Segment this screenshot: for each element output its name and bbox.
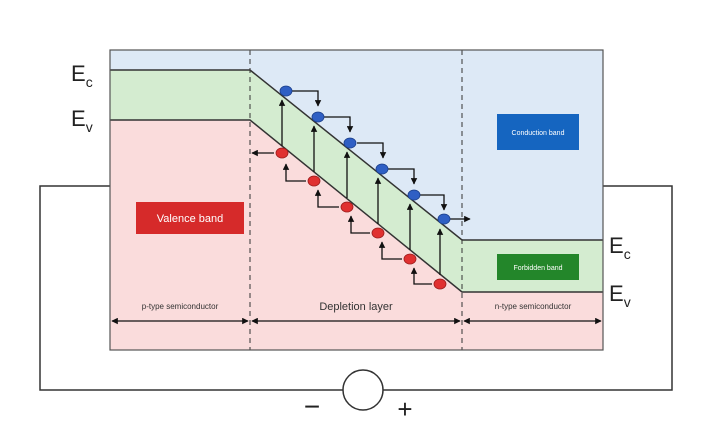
forbidden-band-label-box: [497, 254, 579, 280]
positive-terminal-label: +: [397, 394, 412, 424]
energy-symbol: E: [609, 281, 624, 306]
energy-symbol: E: [71, 61, 86, 86]
hole-drift-arrow: [378, 241, 402, 260]
depletion-layer-label: Depletion layer: [319, 301, 393, 313]
holes: [275, 147, 447, 290]
electron: [375, 163, 389, 175]
valence-band-label-box: [136, 202, 244, 234]
right-valence-band-label: Ev: [609, 281, 631, 310]
energy-subscript: c: [86, 74, 93, 90]
hole: [307, 175, 321, 187]
electron-drift-arrow: [388, 168, 418, 185]
electron-drift-arrows: [292, 90, 471, 223]
energy-subscript: c: [624, 246, 631, 262]
electron: [311, 111, 325, 123]
right-conduction-band-label: Ec: [609, 233, 631, 262]
hole-drift-arrow: [410, 267, 432, 285]
electron: [407, 189, 421, 201]
left-conduction-band-label: Ec: [71, 61, 93, 90]
electron-drift-arrow: [357, 142, 387, 159]
energy-subscript: v: [624, 294, 631, 310]
forbidden-band: [110, 70, 603, 292]
hole-drift-arrow: [314, 189, 339, 208]
electron: [343, 137, 357, 149]
left-valence-band-label: Ev: [71, 106, 93, 135]
energy-subscript: v: [86, 119, 93, 135]
left-wire: [39, 185, 343, 391]
forbidden-band-label-text: Forbidden band: [513, 265, 562, 272]
valence-band-label-text: Valence band: [157, 213, 223, 225]
circuit-wires: [39, 185, 673, 391]
electron: [279, 85, 293, 97]
conduction-band-label-box: [497, 114, 579, 150]
hole: [275, 147, 289, 159]
conduction-band-label-text: Conduction band: [512, 130, 565, 137]
electrons: [279, 85, 451, 225]
conduction-band-edge: [110, 69, 603, 241]
voltage-source-icon: [342, 369, 384, 411]
hole-drift-arrow: [347, 215, 370, 234]
n-type-label: n-type semiconductor: [495, 302, 572, 311]
hole: [371, 227, 385, 239]
excitation-arrows: [278, 99, 444, 275]
negative-terminal-label: −: [304, 391, 320, 422]
hole: [403, 253, 417, 265]
valence-band-label: Valence band: [136, 202, 244, 234]
electron: [437, 213, 451, 225]
valence-band-edge: [110, 119, 603, 293]
p-type-label: p-type semiconductor: [142, 302, 219, 311]
electron-drift-arrow: [292, 90, 322, 107]
forbidden-band-label: Forbidden band: [497, 254, 579, 280]
electron-drift-arrow: [324, 116, 354, 133]
energy-symbol: E: [609, 233, 624, 258]
energy-symbol: E: [71, 106, 86, 131]
hole: [433, 278, 447, 290]
hole: [340, 201, 354, 213]
conduction-band-label: Conduction band: [497, 114, 579, 150]
band-diagram-box: [109, 49, 604, 351]
diagram-border: [109, 49, 604, 351]
voltage-source: − +: [304, 369, 413, 424]
hole-drift-arrows: [251, 149, 432, 285]
right-wire: [383, 185, 673, 391]
electron-drift-arrow: [420, 194, 448, 211]
hole-drift-arrow: [282, 163, 306, 182]
